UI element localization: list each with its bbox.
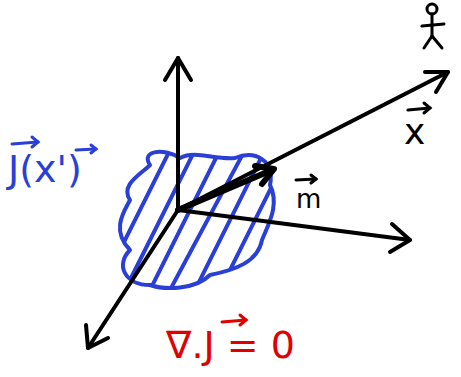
moment-label: m <box>296 186 321 212</box>
current-label: J(x') <box>8 150 82 188</box>
axes <box>86 58 448 348</box>
divergence-equation: ∇.J = 0 <box>166 326 295 364</box>
vector-arrow <box>222 315 246 325</box>
moment-vector <box>178 166 274 210</box>
vector-arrow <box>296 103 430 183</box>
position-label: x <box>404 114 425 150</box>
observer-figure <box>422 4 444 48</box>
